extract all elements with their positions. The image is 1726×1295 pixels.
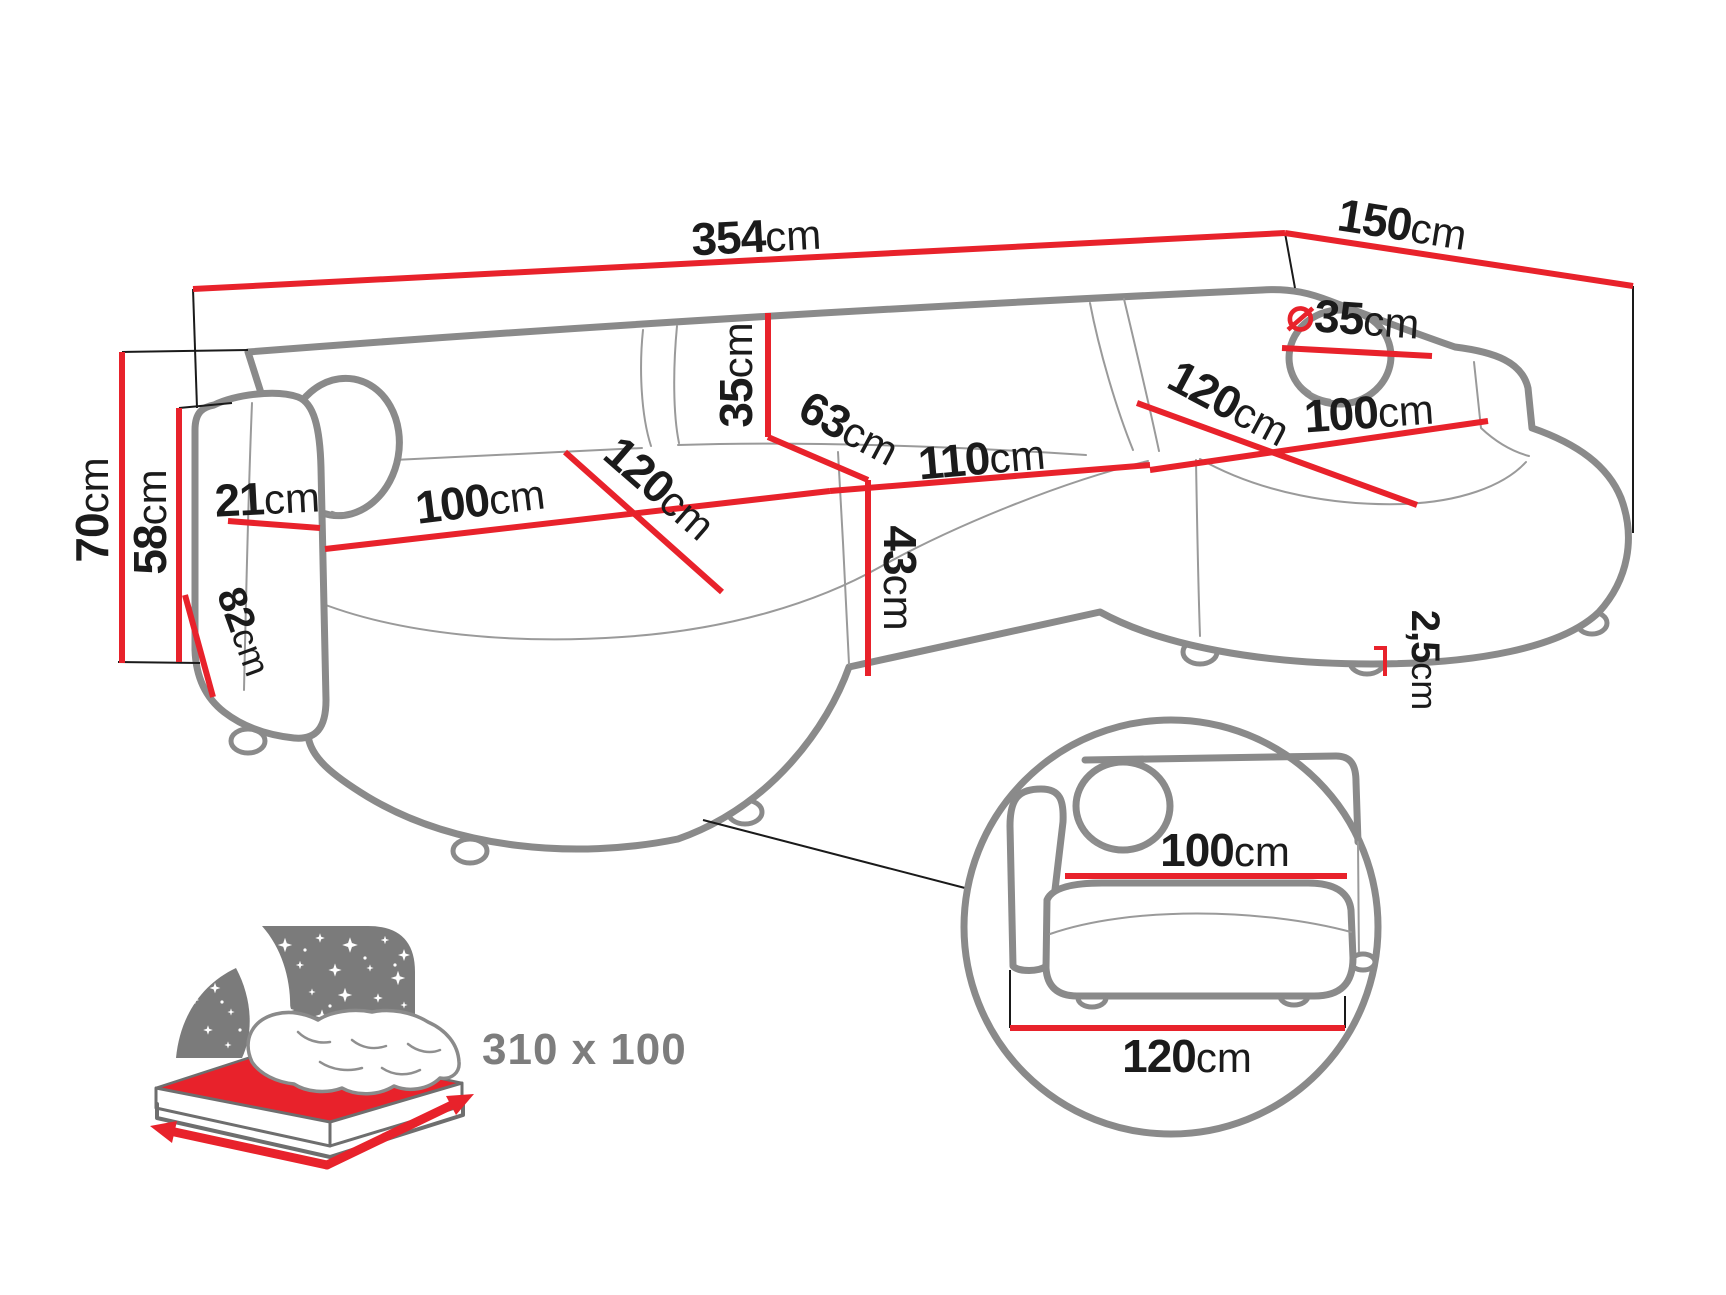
sofa-body	[244, 286, 1632, 853]
right-pillow-folds	[1290, 369, 1332, 402]
dim-line-total-depth	[1284, 230, 1634, 289]
label-inset-total-depth: 120cm	[1122, 1030, 1252, 1082]
ext-corner-drop	[1284, 232, 1296, 289]
label-sleeping-area: 310 x 100	[482, 1025, 687, 1074]
inset-pillow-folds	[1077, 816, 1115, 851]
ext-58-top	[178, 402, 233, 409]
label-middle-seat-width: 110cm	[916, 427, 1047, 490]
chaise-boundary-line	[1195, 459, 1201, 637]
dim-line-total-width	[192, 230, 1286, 292]
label-total-height: 70cm	[66, 457, 118, 562]
dim-line-pillow-diameter	[1281, 345, 1433, 359]
dimension-lines	[119, 230, 1634, 698]
label-inset-seat-depth: 100cm	[1160, 824, 1290, 876]
ext-left-top	[192, 288, 198, 409]
ext-bottom	[117, 661, 201, 664]
side-view-inset	[702, 716, 1382, 1138]
label-seat-height: 43cm	[874, 525, 926, 630]
night-panel-sliver	[176, 968, 250, 1058]
label-total-depth: 150cm	[1334, 188, 1470, 260]
bed-arrow-left-shaft	[165, 1126, 332, 1170]
back-cushion-gap-left	[640, 325, 680, 447]
label-backrest-height: 58cm	[124, 469, 176, 574]
seat-split-line	[837, 451, 850, 665]
bed-base-edge	[155, 1096, 465, 1159]
dim-line-armrest-depth	[182, 594, 216, 698]
back-cushion-gap-right	[1089, 298, 1160, 452]
inset-connector-line	[702, 819, 966, 889]
label-leg-height: 2,5cm	[1403, 610, 1447, 711]
dim-line-back-cushion-depth	[766, 434, 870, 483]
dim-line-middle-seat-width	[829, 462, 1151, 494]
inset-seat	[1042, 879, 1357, 1000]
extension-lines	[117, 232, 1634, 664]
label-armrest-width: 21cm	[213, 469, 321, 526]
bed-arrow-right-head	[446, 1094, 474, 1115]
dim-line-armrest-width	[227, 518, 321, 531]
label-chaise-width: 100cm	[1302, 382, 1435, 443]
ext-70-top	[121, 349, 249, 353]
inset-pillow	[1072, 758, 1174, 854]
left-armrest-crease	[243, 402, 253, 691]
blanket-folds	[296, 1030, 442, 1076]
bed-arrow-left-head	[150, 1121, 177, 1143]
dim-line-chaise-width	[1149, 418, 1489, 473]
chaise-front-edge-line	[1199, 458, 1527, 506]
sofa-drawing	[191, 286, 1632, 866]
right-armrest-inner-line	[1473, 361, 1530, 457]
dimension-labels: 354cm 150cm 70cm 58cm 21cm 82cm 100cm 12…	[66, 188, 1470, 1082]
label-total-width: 354cm	[690, 207, 822, 266]
inset-sofa-right-edge	[1357, 841, 1360, 963]
label-back-cushion-height: 35cm	[710, 322, 762, 427]
inset-seat-curve	[1049, 912, 1352, 935]
left-armrest	[191, 389, 330, 742]
seat-front-edge-line	[312, 460, 1149, 641]
label-left-seat-width: 100cm	[412, 466, 547, 533]
dim-line-seat-depth	[563, 449, 724, 595]
sleeping-function-icon	[150, 926, 474, 1170]
dim-line-leg-height	[1374, 646, 1387, 676]
inset-sofa-back-bar	[1081, 752, 1362, 846]
bed-arrow-right-shaft	[322, 1098, 461, 1170]
dim-line-left-seat-width	[324, 488, 831, 552]
label-pillow-diameter: ⌀35cm	[1285, 287, 1421, 348]
